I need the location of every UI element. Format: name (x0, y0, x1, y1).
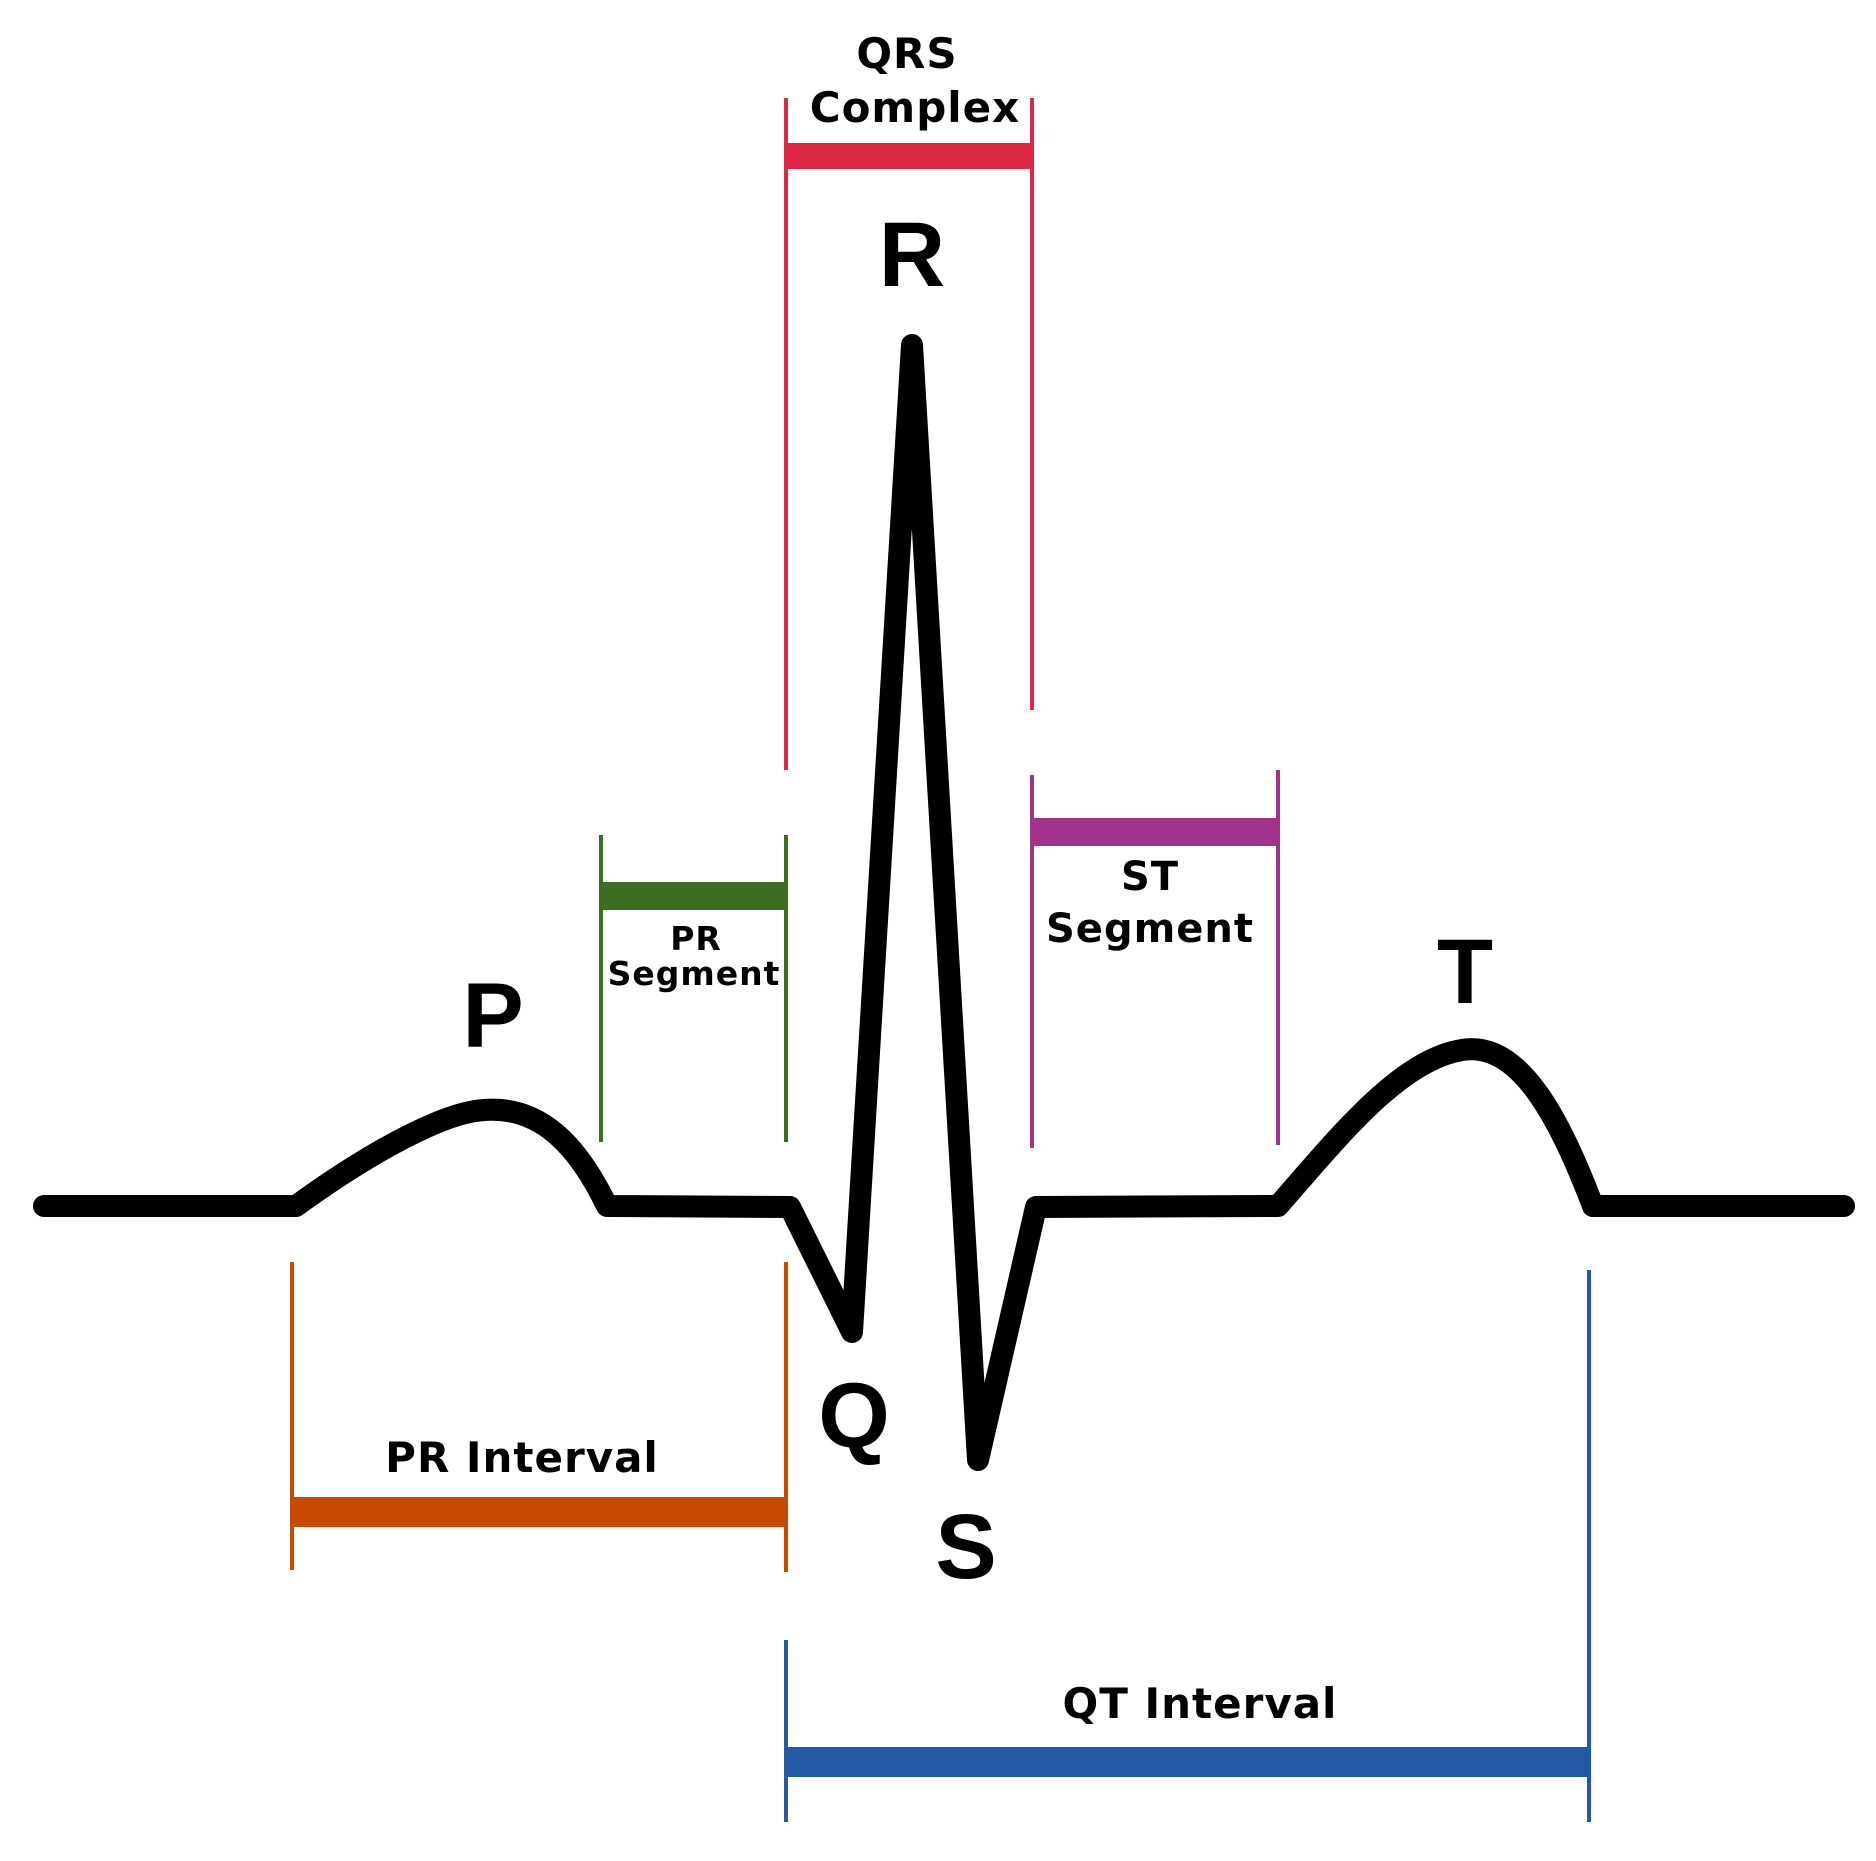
qrs-complex-label-line1: QRS (856, 29, 957, 78)
ecg-trace (33, 334, 1855, 1471)
wave-label-q: Q (818, 1365, 890, 1467)
wave-label-p: P (462, 965, 523, 1067)
qrs-complex-label-line2: Complex (810, 83, 1020, 132)
pr-interval-label: PR Interval (385, 1433, 659, 1482)
wave-label-r: R (879, 204, 945, 306)
st-segment-bracket: ST Segment (1030, 770, 1280, 1148)
pr-interval-bracket: PR Interval (290, 1262, 788, 1572)
pr-segment-bracket: PR Segment (599, 835, 788, 1142)
pr-segment-label-line2: Segment (608, 954, 781, 993)
pr-segment-label-line1: PR (670, 919, 722, 958)
qt-interval-label: QT Interval (1063, 1679, 1338, 1728)
qt-interval-bracket: QT Interval (784, 1270, 1591, 1822)
st-segment-label-line2: Segment (1046, 906, 1254, 952)
wave-label-s: S (935, 1496, 996, 1598)
qrs-complex-bracket: QRS Complex (784, 29, 1034, 770)
st-segment-label-line1: ST (1121, 854, 1179, 900)
wave-label-t: T (1437, 921, 1493, 1023)
